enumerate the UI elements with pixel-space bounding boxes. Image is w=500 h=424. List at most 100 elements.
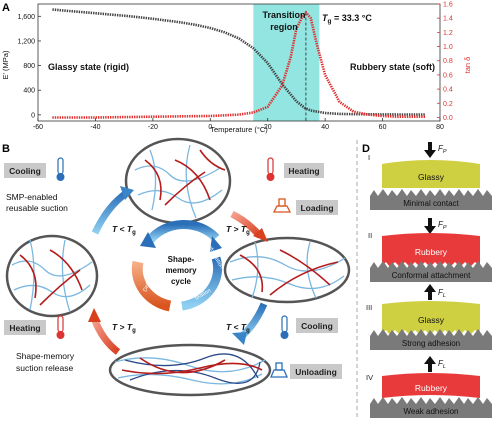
polymer-network-left [5, 234, 99, 318]
x-tick-label: 80 [436, 124, 444, 131]
shape-memory-text-2: suction release [16, 363, 73, 373]
y-left-axis-title: E' (MPa) [1, 50, 10, 79]
smp-text-1: SMP-enabled [6, 192, 58, 202]
shape-memory-text-1: Shape-memory [16, 351, 75, 361]
stage-3-force: FL [438, 288, 446, 299]
y2-tick-label: 0.2 [443, 101, 453, 108]
plot-frame [37, 3, 441, 122]
y2-tick-label: 0.0 [443, 115, 453, 122]
stage-1-roman: I [368, 153, 370, 162]
cooling-badge-right [296, 318, 338, 333]
stage-4-caption: Weak adhesion [404, 407, 459, 416]
thermometer-cold-icon [56, 157, 65, 181]
y-tick-label: 1,600 [17, 14, 35, 21]
y2-tick-label: 0.8 [443, 58, 453, 65]
y-tick-label: 1,200 [17, 38, 35, 45]
loading-badge [296, 200, 338, 215]
panel-d: D I FP Glassy Minimal contact II FP Rubb… [362, 142, 492, 418]
stage-2-caption: Conformal attachment [392, 271, 471, 280]
heating-badge-left [4, 320, 46, 335]
stage-4-force: FL [438, 359, 446, 370]
force-down-arrow-icon [424, 218, 436, 234]
stage-2-material: Rubbery [415, 247, 448, 257]
arrow-head-bottom-to-left [88, 308, 101, 322]
force-down-arrow-icon [424, 142, 436, 158]
stage-4-material: Rubbery [415, 383, 448, 393]
thermometer-hot-icon [266, 157, 275, 181]
cooling-badge-top [4, 163, 46, 178]
stage-4-block [382, 373, 480, 398]
stage-2: II FP Rubbery Conformal attachment [368, 218, 492, 282]
x-tick-label: -20 [148, 124, 158, 131]
condition-gt-top: T > Tg [226, 224, 250, 236]
stage-3-roman: III [366, 303, 372, 312]
transition-label-line2: region [270, 22, 298, 32]
stage-1-surface [370, 189, 492, 210]
shape-memory-cycle: Shape- memory cycle Deformation recovery… [131, 219, 224, 312]
storage-modulus-series [52, 8, 426, 116]
cooling-label-top: Cooling [9, 166, 41, 176]
cycle-text-2: memory [165, 266, 197, 275]
smp-text-2: reusable suction [6, 203, 68, 213]
heating-label-left: Heating [9, 323, 40, 333]
x-tick-label: -40 [90, 124, 100, 131]
y-right-axis-title: tan δ [463, 57, 472, 74]
stage-3-block [382, 301, 480, 335]
stage-3: III FL Glassy Strong adhesion [366, 284, 492, 350]
stage-3-caption: Strong adhesion [402, 339, 460, 348]
y2-tick-label: 1.4 [443, 16, 453, 23]
heating-badge-top [284, 163, 324, 178]
unloading-badge [290, 364, 342, 379]
cycle-text-1: Shape- [168, 255, 195, 264]
y2-tick-label: 0.4 [443, 87, 453, 94]
stage-3-surface [370, 329, 492, 350]
y2-tick-label: 1.0 [443, 44, 453, 51]
panel-b: B [2, 137, 351, 397]
condition-lt-top: T < Tg [112, 224, 136, 236]
stage-4-surface [370, 397, 492, 418]
glassy-state-label: Glassy state (rigid) [48, 62, 129, 72]
suction-cup-loading-icon [272, 198, 292, 213]
cooling-label-right: Cooling [301, 321, 333, 331]
thermometer-cold-icon [280, 315, 289, 339]
stage-1-material: Glassy [418, 172, 445, 182]
stage-2-surface [370, 261, 492, 282]
panel-d-letter: D [362, 143, 370, 155]
x-tick-label: 20 [264, 124, 272, 131]
stage-2-block [382, 233, 480, 267]
x-tick-label: 60 [379, 124, 387, 131]
y2-tick-label: 0.6 [443, 72, 453, 79]
y-tick-label: 0 [31, 112, 35, 119]
heating-label-top: Heating [288, 166, 319, 176]
stage-2-roman: II [368, 231, 372, 240]
arrow-head-left-to-top [120, 186, 134, 200]
y-tick-label: 800 [23, 63, 35, 70]
condition-lt-bottom: T < Tg [226, 322, 250, 334]
x-tick-label: -60 [33, 124, 43, 131]
x-axis-title: Temperature (°C) [210, 125, 268, 134]
panel-b-letter: B [2, 143, 10, 155]
transition-region-band [253, 4, 320, 121]
cycle-text-3: cycle [171, 277, 192, 286]
suction-cup-unloading-icon [270, 362, 288, 378]
polymer-network-bottom [108, 343, 272, 397]
tg-value-label: Tg = 33.3 °C [322, 13, 372, 25]
transition-label-line1: Transition [262, 10, 305, 20]
stage-1-block [382, 160, 480, 188]
x-tick-label: 0 [208, 124, 212, 131]
loading-label: Loading [300, 203, 333, 213]
stage-2-force: FP [438, 220, 447, 231]
stage-1-force: FP [438, 144, 447, 155]
stage-4-roman: IV [366, 373, 373, 382]
stage-3-material: Glassy [418, 315, 445, 325]
polymer-network-top [124, 137, 232, 225]
force-up-arrow-icon [424, 356, 436, 372]
y2-tick-label: 1.6 [443, 2, 453, 9]
tan-delta-series [52, 10, 426, 119]
rubbery-state-label: Rubbery state (soft) [350, 62, 435, 72]
panel-a-letter: A [2, 2, 10, 14]
arrow-head-top-to-right [253, 228, 268, 242]
force-up-arrow-icon [424, 284, 436, 300]
